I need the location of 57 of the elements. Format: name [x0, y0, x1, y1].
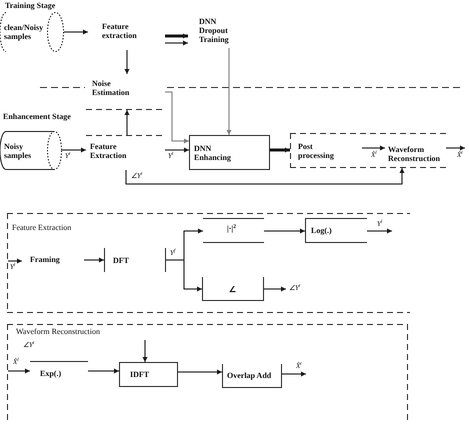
process-box	[222, 364, 282, 388]
dashed-group-box	[290, 133, 446, 168]
process-label: IDFT	[130, 370, 150, 379]
arrow	[84, 258, 104, 262]
arrow	[88, 368, 120, 374]
storage-cylinder	[0, 12, 64, 52]
process-label: Post processing	[298, 142, 335, 160]
process-box	[189, 135, 270, 170]
arrow	[165, 34, 188, 38]
process-label: Noisy samples	[4, 142, 32, 160]
stage-title: Enhancement Stage	[3, 112, 71, 121]
process-label: DFT	[113, 256, 129, 265]
process-label: Noise Estimation	[92, 79, 130, 97]
process-label: Log(.)	[311, 226, 332, 235]
arrow	[142, 340, 148, 362]
panel-title: Waveform Reconstruction	[16, 327, 100, 336]
process-label: DNN Enhancing	[194, 144, 232, 162]
arrow	[64, 30, 88, 34]
process-label: clean/Noisy samples	[4, 23, 44, 41]
process-label: |·|$^{2}$	[227, 224, 236, 233]
process-label: Feature extraction	[102, 22, 138, 40]
dashed-panel	[7, 213, 410, 313]
arrow	[126, 168, 404, 184]
process-label: Framing	[30, 255, 60, 264]
arrow	[166, 260, 202, 292]
arrow	[164, 40, 188, 46]
arrow	[8, 368, 30, 374]
arrow	[124, 110, 130, 136]
arrow	[62, 148, 86, 152]
panel-title: Feature Extraction	[12, 223, 72, 232]
process-box	[305, 218, 367, 243]
process-box	[104, 248, 166, 272]
process-box	[119, 362, 178, 387]
arrow	[362, 146, 386, 150]
arrow	[446, 146, 466, 150]
process-label: Waveform Reconstruction	[388, 145, 441, 163]
arrow	[164, 92, 190, 144]
storage-cylinder	[0, 131, 62, 170]
stage-title: Training Stage	[5, 1, 56, 10]
process-label: DNN Dropout Training	[199, 17, 230, 44]
process-label: Exp(.)	[40, 369, 62, 378]
process-label: Overlap Add	[227, 371, 272, 380]
arrow	[124, 50, 130, 74]
arrow	[282, 372, 306, 376]
arrow	[8, 258, 22, 264]
arrow	[264, 286, 286, 292]
process-box	[202, 277, 264, 301]
arrow	[178, 370, 222, 374]
process-label: ∠	[229, 285, 236, 294]
dashed-panel	[7, 324, 408, 420]
arrow	[164, 148, 190, 152]
arrow	[366, 228, 392, 234]
process-box	[203, 218, 264, 243]
arrow	[270, 148, 290, 152]
arrow	[226, 48, 232, 136]
arrow	[264, 228, 306, 234]
process-label: Feature Extraction	[90, 142, 128, 160]
